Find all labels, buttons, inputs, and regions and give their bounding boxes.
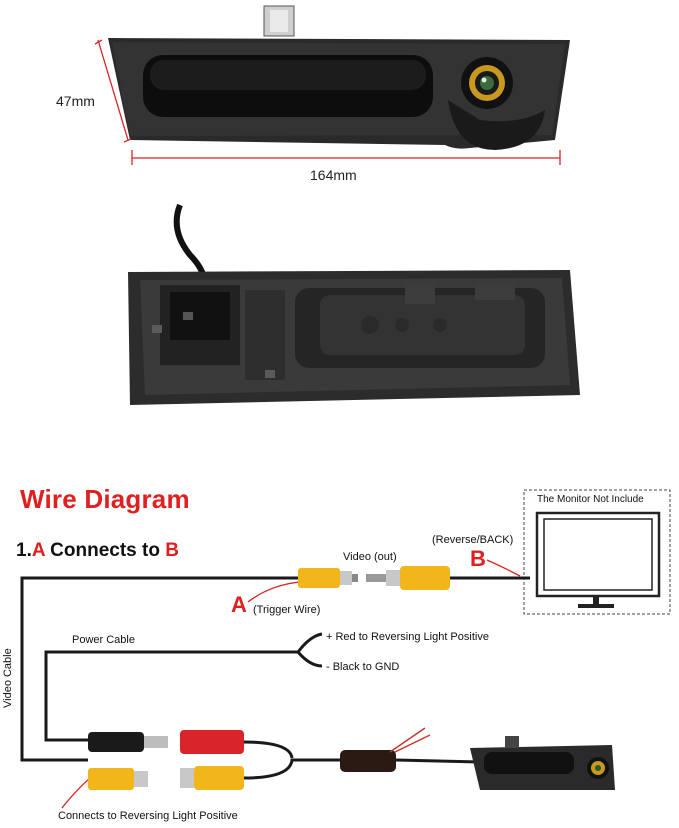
red-wire-label: + Red to Reversing Light Positive <box>326 631 489 643</box>
black-wire-label: - Black to GND <box>326 661 400 673</box>
small-camera <box>470 736 615 790</box>
step-letter-b: B <box>165 540 179 561</box>
step-connects-text: Connects to <box>44 540 166 561</box>
dc-power-socket <box>180 730 244 754</box>
step-heading: 1.A Connects to B <box>16 540 179 562</box>
height-dimension-label: 47mm <box>56 93 95 109</box>
point-b-label: B <box>470 546 486 571</box>
camera-handle-front <box>108 5 570 150</box>
camera-handle-rear <box>128 203 580 405</box>
monitor-graphic <box>523 489 671 615</box>
connects-reversing-label: Connects to Reversing Light Positive <box>58 810 238 822</box>
diagram-title: Wire Diagram <box>20 484 190 514</box>
monitor-label: The Monitor Not Include <box>537 494 644 505</box>
rca-male-top <box>366 566 450 590</box>
trigger-wire-label: (Trigger Wire) <box>253 604 321 616</box>
rca-female-bottom <box>88 768 148 790</box>
reverse-label: (Reverse/BACK) <box>432 534 514 546</box>
dimension-lines <box>94 39 561 165</box>
wires <box>20 576 530 780</box>
power-cable-label: Power Cable <box>72 634 135 646</box>
step-number: 1. <box>16 540 32 561</box>
step-letter-a: A <box>31 540 45 561</box>
video-out-label: Video (out) <box>343 551 397 563</box>
dc-power-plug <box>88 732 168 752</box>
inline-box <box>340 727 431 772</box>
rca-female-top <box>298 568 358 588</box>
point-a-label: A <box>231 592 247 617</box>
width-dimension-label: 164mm <box>310 167 357 183</box>
video-cable-label: Video Cable <box>2 648 14 708</box>
rca-male-bottom <box>180 766 244 790</box>
